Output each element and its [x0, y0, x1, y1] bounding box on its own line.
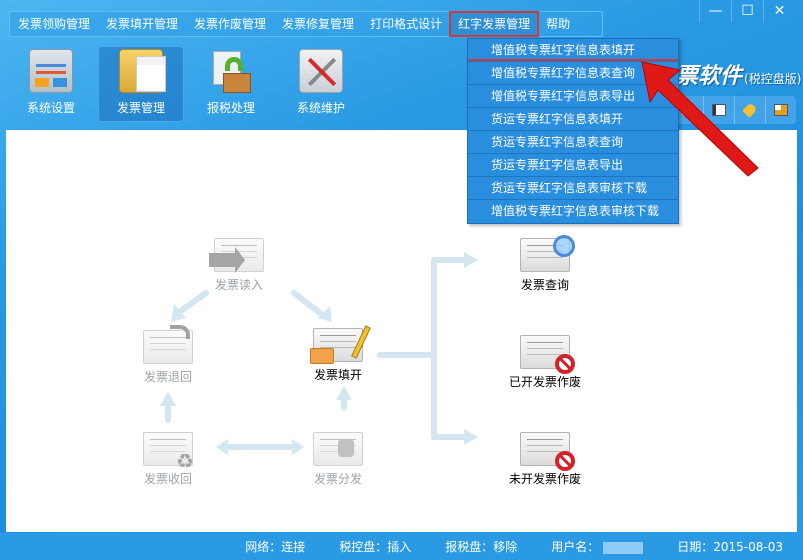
dropdown-item-vat-red-audit-download[interactable]: 增值税专票红字信息表审核下载: [491, 204, 660, 218]
status-username: 用户名：: [551, 538, 644, 555]
window-controls: — ☐ ✕: [699, 0, 795, 22]
menu-invoice-issue[interactable]: 发票填开管理: [106, 17, 179, 31]
brand-title: 票软件(税控盘版): [676, 58, 801, 90]
flow-label: 未开发票作废: [509, 472, 582, 486]
main-toolbar: 系统设置 发票管理 报税处理 系统维护: [8, 46, 368, 122]
flow-arrows: [160, 252, 478, 455]
menu-invoice-repair[interactable]: 发票修复管理: [282, 17, 355, 31]
export-icon: [681, 104, 695, 116]
invoice-recycle-icon: ♻: [143, 432, 194, 471]
invoice-read-icon: [209, 238, 264, 273]
dropdown-item-vat-red-query[interactable]: 增值税专票红字信息表查询: [468, 62, 678, 85]
dropdown-item-freight-red-fill[interactable]: 货运专票红字信息表填开: [468, 108, 678, 131]
dropdown-item-vat-red-fill[interactable]: 增值税专票红字信息表填开: [468, 39, 678, 62]
toolbar-system-settings[interactable]: 系统设置: [8, 46, 94, 122]
invoice-distribute-icon: [313, 432, 363, 466]
settings-icon: [29, 49, 73, 93]
dropdown-item-freight-red-export[interactable]: 货运专票红字信息表导出: [468, 154, 678, 177]
brand-name: 票软件: [676, 64, 743, 89]
status-tax-disk: 税控盘：插入: [339, 540, 412, 554]
menu-invoice-void[interactable]: 发票作废管理: [194, 17, 267, 31]
flow-label: 发票读入: [214, 278, 263, 292]
flow-node-issue[interactable]: 发票填开: [310, 325, 371, 383]
flow-label: 发票退回: [143, 370, 192, 384]
lock-icon: [774, 104, 788, 116]
status-date: 日期：2015-08-03: [677, 540, 783, 554]
minimize-button[interactable]: —: [699, 0, 731, 22]
invoice-return-icon: [143, 325, 193, 364]
status-report-disk: 报税盘：移除: [445, 540, 518, 554]
dropdown-item-freight-red-query[interactable]: 货运专票红字信息表查询: [468, 131, 678, 154]
flow-node-query[interactable]: 发票查询: [520, 235, 575, 293]
brand-subtitle: (税控盘版): [744, 72, 802, 86]
flow-node-void-unissued[interactable]: 未开发票作废: [509, 432, 581, 487]
toolbar-invoice-management[interactable]: 发票管理: [98, 46, 184, 122]
menu-red-invoice[interactable]: 红字发票管理: [449, 11, 540, 37]
status-network: 网络：连接: [245, 540, 306, 554]
folder-icon: [119, 49, 166, 93]
red-invoice-dropdown: 增值税专票红字信息表填开 增值税专票红字信息表查询 增值税专票红字信息表导出 货…: [467, 38, 679, 224]
flow-label: 发票查询: [520, 278, 569, 292]
flow-label: 发票填开: [313, 368, 362, 382]
menu-bar: 发票领购管理 发票填开管理 发票作废管理 发票修复管理 打印格式设计 红字发票管…: [9, 11, 603, 37]
menu-help[interactable]: 帮助: [546, 17, 571, 31]
invoice-query-icon: [520, 235, 575, 272]
tax-report-icon: [209, 49, 253, 93]
toolbar-system-maintenance[interactable]: 系统维护: [278, 46, 364, 122]
flow-label: 发票分发: [313, 472, 362, 486]
toolbar-tax-processing[interactable]: 报税处理: [188, 46, 274, 122]
status-bar: 网络：连接 税控盘：插入 报税盘：移除 用户名： 日期：2015-08-03: [0, 533, 803, 560]
dropdown-item-freight-red-audit-download[interactable]: 货运专票红字信息表审核下载: [468, 177, 678, 200]
dropdown-item-vat-red-export[interactable]: 增值税专票红字信息表导出: [468, 85, 678, 108]
menu-print-format[interactable]: 打印格式设计: [370, 17, 443, 31]
toolbar-label: 发票管理: [116, 101, 165, 115]
flow-label: 发票收回: [143, 472, 192, 486]
toolbar-label: 系统设置: [26, 101, 75, 115]
toolbar-label: 报税处理: [206, 101, 255, 115]
flow-label: 已开发票作废: [509, 375, 582, 389]
menu-invoice-purchase[interactable]: 发票领购管理: [18, 17, 91, 31]
quick-icons-bar: [672, 96, 796, 124]
username-label: 用户名：: [551, 540, 600, 554]
invoice-issue-icon: [310, 325, 371, 364]
window-icon: [712, 104, 726, 116]
key-icon: [742, 102, 758, 118]
flow-node-void-issued[interactable]: 已开发票作废: [509, 335, 581, 390]
key-button[interactable]: [734, 96, 765, 124]
tools-icon: [299, 49, 343, 93]
invoice-void-icon: [520, 335, 575, 374]
lock-button[interactable]: [765, 96, 796, 124]
flow-node-recover[interactable]: ♻ 发票收回: [143, 432, 194, 487]
flow-node-read-in[interactable]: 发票读入: [209, 238, 264, 293]
username-redacted: [603, 541, 644, 554]
flow-node-return[interactable]: 发票退回: [143, 325, 193, 385]
invoice-void-icon: [520, 432, 575, 471]
flow-node-distribute[interactable]: 发票分发: [313, 432, 363, 487]
window-button[interactable]: [703, 96, 734, 124]
close-button[interactable]: ✕: [763, 0, 795, 22]
toolbar-label: 系统维护: [296, 101, 345, 115]
maximize-button[interactable]: ☐: [731, 0, 763, 22]
